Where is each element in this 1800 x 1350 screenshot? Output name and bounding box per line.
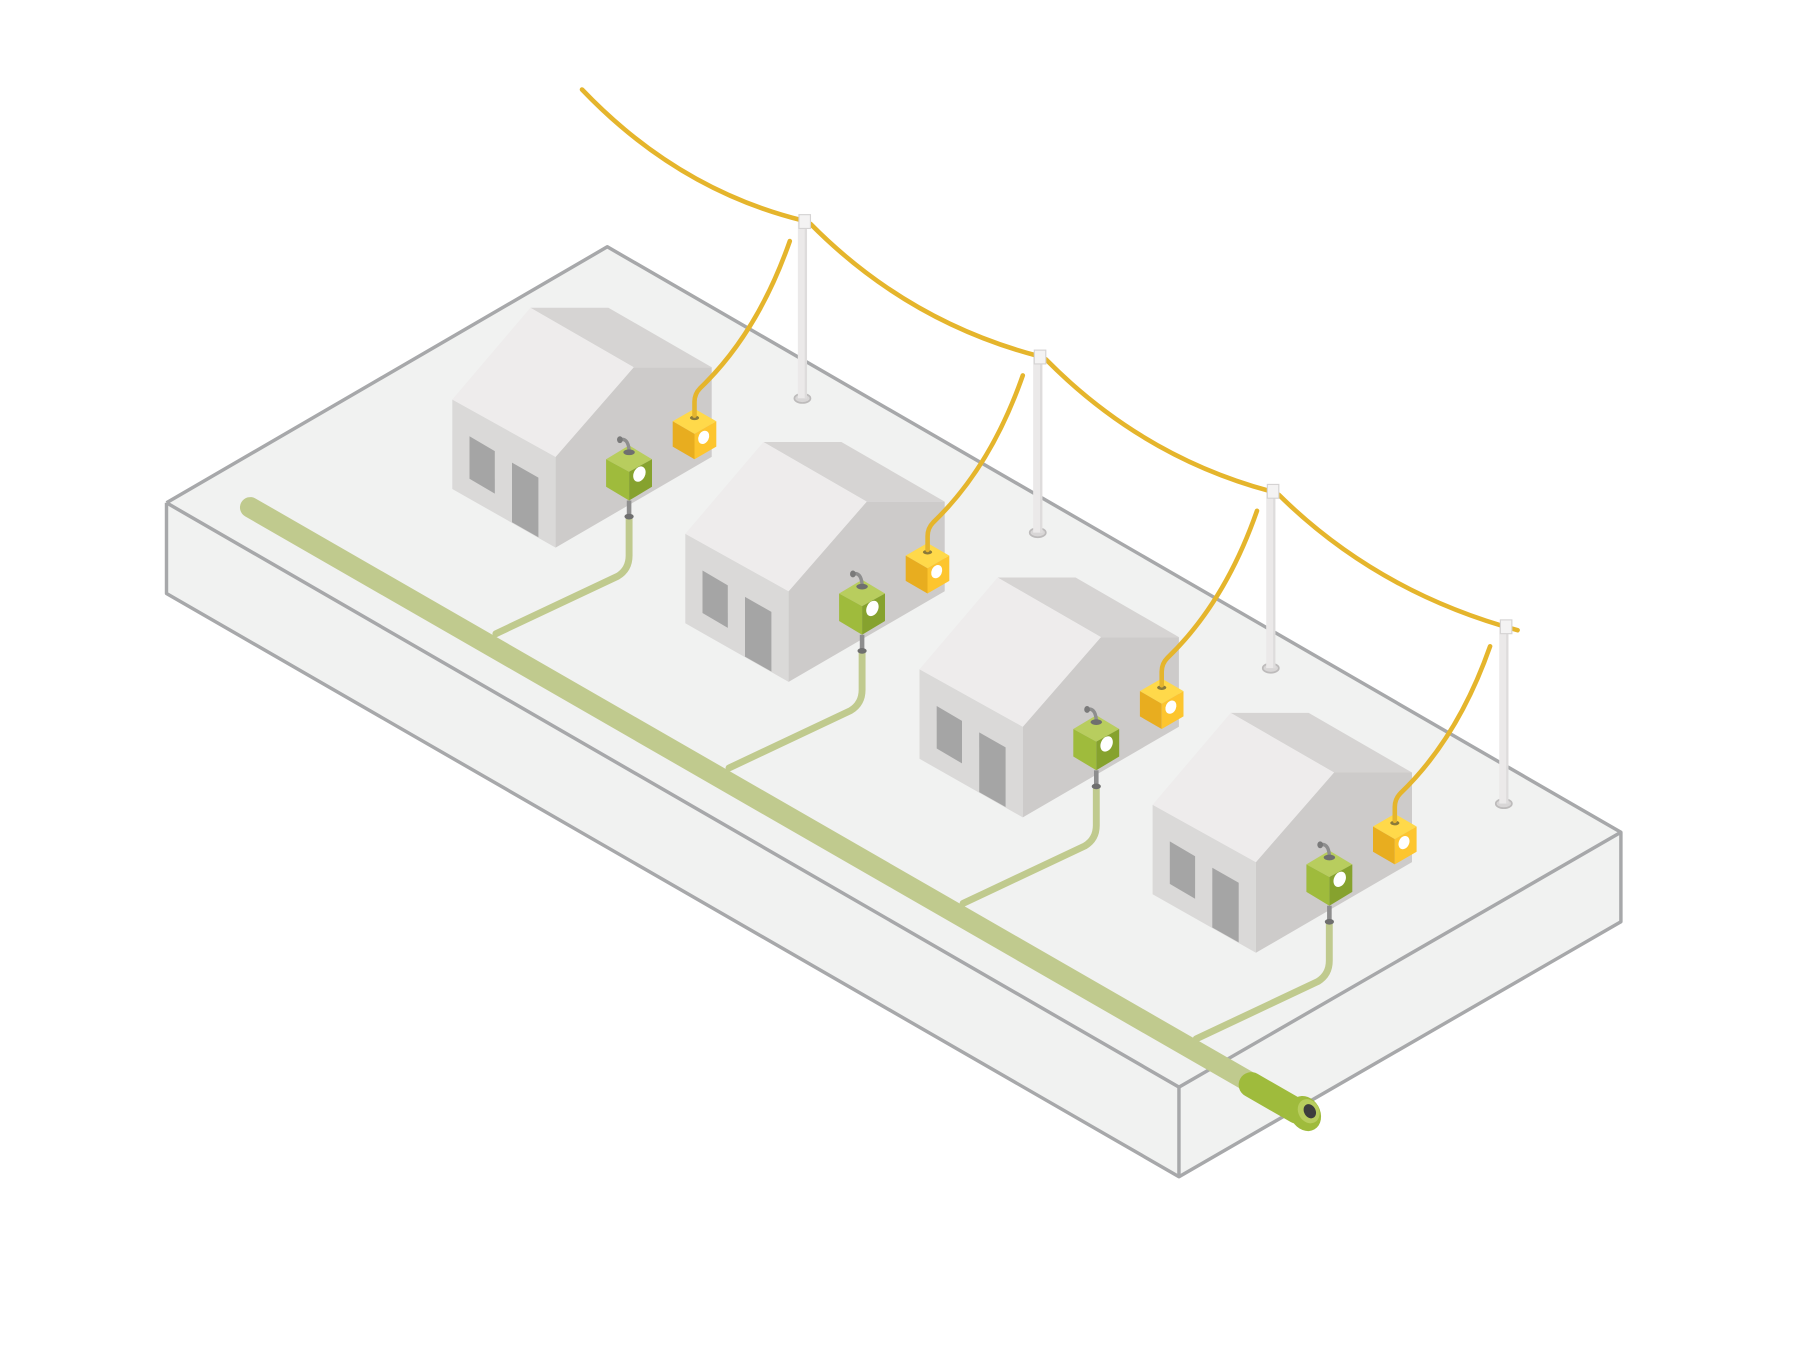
gas-meter-inlet-nut [1324, 855, 1335, 861]
gas-meter-inlet-nut [623, 449, 634, 455]
pole-insulator-1 [799, 215, 810, 229]
pole-insulator-3 [1267, 484, 1278, 498]
pole-shade-3 [1273, 488, 1275, 668]
gas-meter-inlet-cap [1317, 841, 1323, 848]
pole-insulator-2 [1034, 350, 1045, 364]
gas-meter-outlet-nut [1092, 784, 1101, 790]
pole-insulator-4 [1500, 620, 1511, 634]
gas-meter-inlet-cap [617, 436, 623, 443]
gas-meter-outlet-nut [624, 514, 633, 520]
gas-meter-inlet-nut [1091, 719, 1102, 725]
gas-meter-inlet-nut [856, 584, 867, 590]
gas-meter-inlet-cap [1084, 706, 1090, 713]
pole-shade-1 [805, 218, 807, 398]
gas-meter-outlet-nut [1325, 919, 1334, 925]
pole-shade-2 [1040, 354, 1042, 533]
gas-meter-inlet-cap [850, 571, 856, 578]
gas-meter-outlet-nut [857, 648, 866, 654]
pole-shade-4 [1506, 623, 1508, 803]
